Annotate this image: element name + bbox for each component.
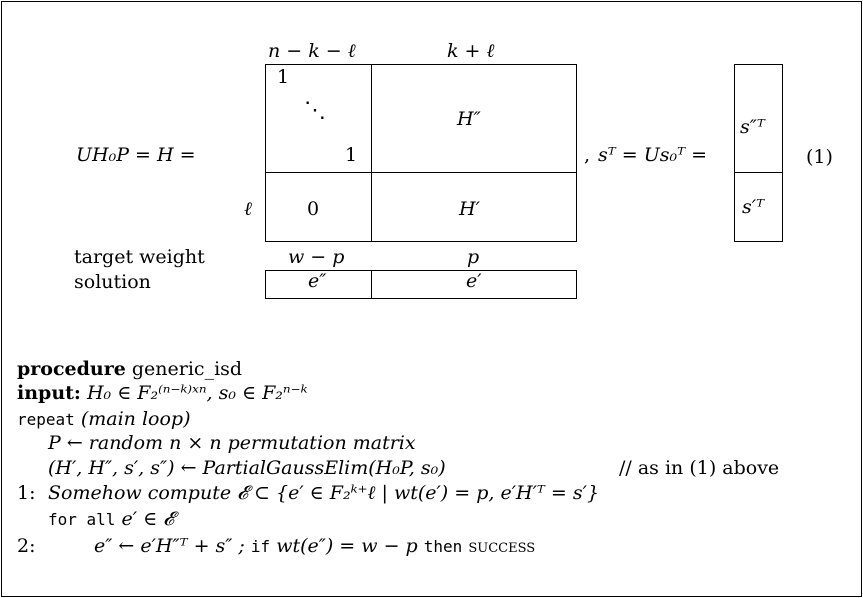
vector-divider bbox=[734, 172, 783, 173]
if-condition: wt(e″) = w − p bbox=[276, 535, 418, 557]
matrix-H bbox=[265, 64, 577, 242]
target-weight-label: target weight bbox=[74, 246, 205, 268]
matrix-row-divider bbox=[265, 172, 577, 173]
weight-right: p bbox=[467, 246, 480, 268]
step1-number: 1: bbox=[17, 482, 36, 504]
step2-line: e″ ← e′H″ᵀ + s″ ; if wt(e″) = w − p then… bbox=[94, 537, 535, 556]
forall-text: e′ ∈ 𝓔 bbox=[121, 508, 175, 530]
col-header-left: n − k − ℓ bbox=[268, 40, 356, 62]
procedure-line: procedure generic_isd bbox=[17, 360, 242, 379]
input-keyword: input: bbox=[17, 382, 81, 404]
rhs-comma: , bbox=[584, 144, 591, 166]
repeat-keyword: repeat bbox=[17, 410, 75, 429]
row-label-ell: ℓ bbox=[244, 198, 252, 220]
matrix-lhs: UH₀P = H = bbox=[76, 144, 196, 166]
syndrome-vector bbox=[734, 64, 783, 242]
input-text: H₀ ∈ F₂⁽ⁿ⁻ᵏ⁾ˣⁿ, s₀ ∈ F₂ⁿ⁻ᵏ bbox=[86, 382, 308, 404]
block-zero: 0 bbox=[307, 198, 320, 220]
block-H-double-prime: H″ bbox=[457, 108, 481, 130]
matrix-col-divider bbox=[371, 64, 372, 242]
repeat-comment: (main loop) bbox=[80, 408, 191, 430]
weight-left: w − p bbox=[288, 246, 345, 268]
syndrome-equation: sᵀ = Us₀ᵀ = bbox=[598, 144, 708, 166]
identity-one-bottom: 1 bbox=[345, 144, 358, 166]
repeat-line: repeat (main loop) bbox=[17, 410, 190, 429]
gauss-comment: // as in (1) above bbox=[619, 457, 780, 479]
block-H-prime: H′ bbox=[459, 198, 480, 220]
solution-e-prime: e′ bbox=[466, 270, 482, 292]
vector-s-prime: s′ᵀ bbox=[742, 196, 765, 218]
input-line: input: H₀ ∈ F₂⁽ⁿ⁻ᵏ⁾ˣⁿ, s₀ ∈ F₂ⁿ⁻ᵏ bbox=[17, 384, 308, 403]
step2-text: e″ ← e′H″ᵀ + s″ ; bbox=[94, 535, 245, 557]
equation-number: (1) bbox=[806, 146, 833, 168]
procedure-name: generic_isd bbox=[131, 358, 243, 380]
if-keyword: if bbox=[250, 537, 271, 556]
forall-keyword: for all bbox=[48, 510, 116, 529]
step1-text: Somehow compute 𝓔 ⊂ {e′ ∈ F₂ᵏ⁺ℓ | wt(e′)… bbox=[48, 482, 600, 504]
gauss-line: (H′, H″, s′, s″) ← PartialGaussElim(H₀P,… bbox=[48, 457, 446, 479]
permutation-line: P ← random n × n permutation matrix bbox=[48, 432, 416, 454]
identity-dots: ⋱ bbox=[304, 98, 326, 123]
forall-line: for all e′ ∈ 𝓔 bbox=[48, 510, 174, 529]
vector-s-double-prime: s″ᵀ bbox=[740, 116, 765, 138]
solution-e-double-prime: e″ bbox=[308, 270, 327, 292]
solution-vector bbox=[265, 270, 577, 299]
solution-divider bbox=[371, 270, 372, 299]
procedure-keyword: procedure bbox=[17, 358, 126, 380]
col-header-right: k + ℓ bbox=[447, 40, 495, 62]
identity-one-top: 1 bbox=[277, 66, 290, 88]
success-label: success bbox=[468, 536, 536, 557]
solution-label: solution bbox=[74, 271, 151, 293]
then-keyword: then bbox=[423, 537, 463, 556]
step2-number: 2: bbox=[17, 535, 36, 557]
